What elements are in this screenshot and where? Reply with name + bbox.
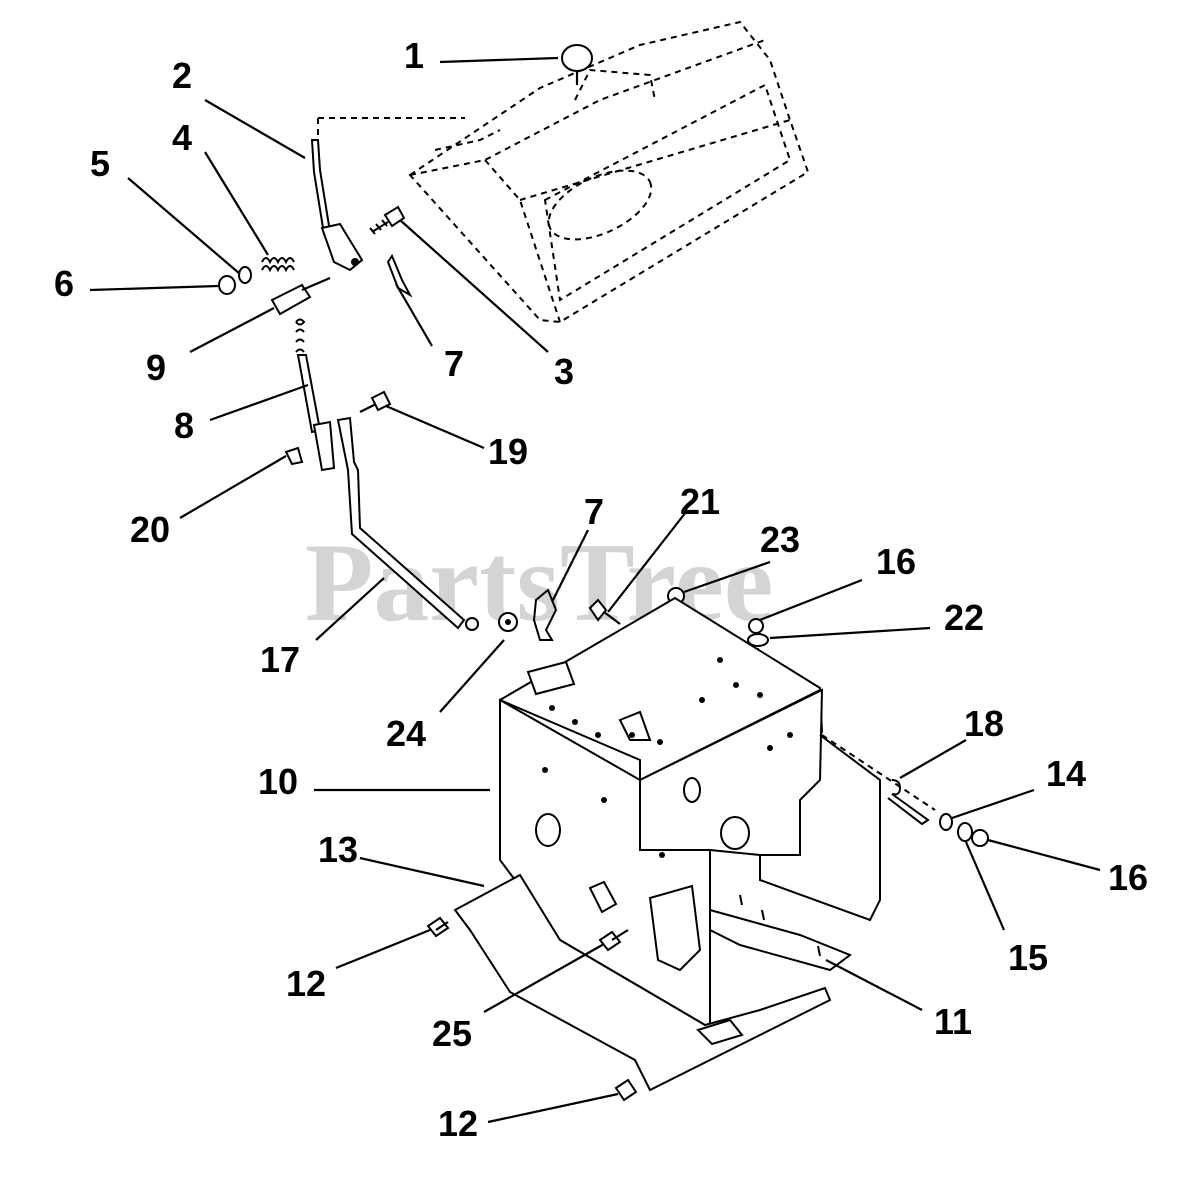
callout-4: 4 bbox=[172, 117, 192, 158]
callout-17: 17 bbox=[260, 639, 300, 680]
bolt-19 bbox=[359, 390, 392, 413]
washer-22 bbox=[747, 633, 769, 647]
shift-lever bbox=[336, 416, 479, 631]
callout-labels: 1 2 4 5 6 9 7 3 8 19 20 17 7 21 23 16 22… bbox=[54, 35, 1148, 1144]
bolt-12-upper bbox=[426, 916, 450, 938]
housing-outline bbox=[408, 20, 810, 324]
cotter-pin-upper bbox=[386, 253, 413, 298]
callout-12-lower: 12 bbox=[438, 1103, 478, 1144]
callout-5: 5 bbox=[90, 143, 110, 184]
callout-20: 20 bbox=[130, 509, 170, 550]
bolt-12-lower bbox=[614, 1078, 638, 1102]
leader-lines bbox=[89, 56, 1101, 1124]
base-plate bbox=[709, 894, 853, 972]
callout-23: 23 bbox=[760, 519, 800, 560]
nut-16-top bbox=[748, 618, 764, 634]
callout-12-upper: 12 bbox=[286, 963, 326, 1004]
nut-16-right bbox=[971, 829, 989, 847]
nut bbox=[218, 275, 236, 295]
shift-rod bbox=[310, 117, 465, 272]
lock-washer-15 bbox=[957, 822, 973, 842]
callout-7-upper: 7 bbox=[444, 343, 464, 384]
callout-16-right: 16 bbox=[1108, 857, 1148, 898]
bolt-25 bbox=[598, 929, 629, 952]
callout-2: 2 bbox=[172, 55, 192, 96]
pivot-block bbox=[270, 276, 331, 316]
callout-6: 6 bbox=[54, 263, 74, 304]
callout-18: 18 bbox=[964, 703, 1004, 744]
callout-13: 13 bbox=[318, 829, 358, 870]
callout-3: 3 bbox=[554, 351, 574, 392]
washer bbox=[238, 266, 252, 284]
callout-21: 21 bbox=[680, 481, 720, 522]
shift-knob bbox=[561, 44, 593, 85]
callout-7-lower: 7 bbox=[584, 491, 604, 532]
callout-10: 10 bbox=[258, 761, 298, 802]
callout-24: 24 bbox=[386, 713, 426, 754]
bolt bbox=[369, 205, 406, 235]
callout-16-top: 16 bbox=[876, 541, 916, 582]
callout-19: 19 bbox=[488, 431, 528, 472]
callout-1: 1 bbox=[404, 35, 424, 76]
cotter-pin-lower bbox=[532, 588, 558, 641]
callout-8: 8 bbox=[174, 405, 194, 446]
rod-end-18 bbox=[821, 734, 936, 826]
callout-9: 9 bbox=[146, 347, 166, 388]
clip bbox=[284, 446, 304, 466]
spring bbox=[261, 257, 295, 273]
link-rod bbox=[295, 318, 336, 472]
washer-14 bbox=[939, 813, 953, 831]
callout-25: 25 bbox=[432, 1013, 472, 1054]
screw-21 bbox=[588, 598, 621, 625]
main-frame bbox=[499, 596, 881, 1041]
skid-plate bbox=[453, 873, 832, 1092]
callout-14: 14 bbox=[1046, 753, 1086, 794]
callout-11: 11 bbox=[934, 1001, 972, 1042]
callout-22: 22 bbox=[944, 597, 984, 638]
callout-15: 15 bbox=[1008, 937, 1048, 978]
